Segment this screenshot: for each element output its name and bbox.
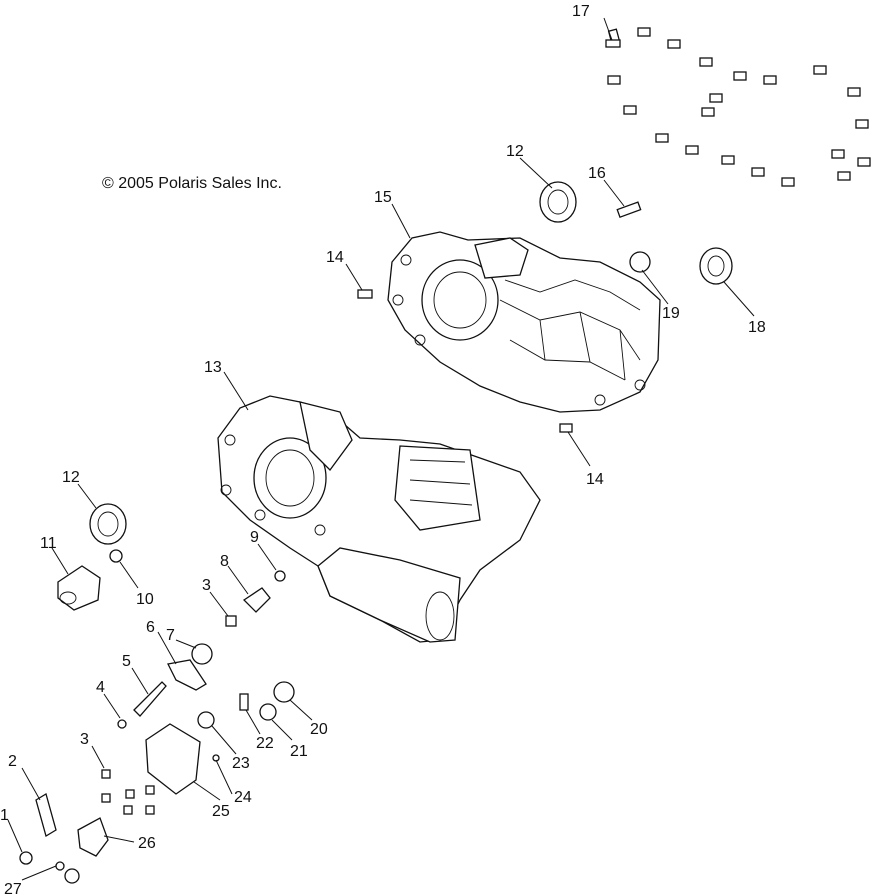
callout-8: 8	[220, 553, 229, 570]
callout-13: 13	[204, 359, 222, 376]
callout-25: 25	[212, 803, 230, 820]
bolt-3-upper	[225, 615, 237, 627]
switch-26	[77, 817, 109, 857]
gear-20	[273, 681, 295, 703]
callout-27: 27	[4, 881, 22, 894]
callout-4: 4	[96, 679, 105, 696]
nut-21	[259, 703, 277, 721]
bolt-set-lower	[101, 769, 155, 815]
plug-19	[629, 251, 651, 273]
bolt-set	[605, 27, 871, 187]
callout-18: 18	[748, 319, 766, 336]
callout-6: 6	[146, 619, 155, 636]
callout-21: 21	[290, 743, 308, 760]
callout-12-upper: 12	[506, 143, 524, 160]
callout-19: 19	[662, 305, 680, 322]
bushing-11	[57, 565, 101, 611]
callout-14-upper: 14	[326, 249, 344, 266]
copyright-notice: © 2005 Polaris Sales Inc.	[102, 175, 282, 192]
callout-17: 17	[572, 3, 590, 20]
ball-4	[117, 719, 127, 729]
bearing-10	[109, 549, 123, 563]
gear-23	[197, 711, 215, 729]
dowel-pin-16	[616, 201, 642, 219]
callout-7: 7	[166, 627, 175, 644]
leader-lines	[7, 17, 755, 881]
crankcase-left-half	[217, 395, 541, 643]
callout-3-lower: 3	[80, 731, 89, 748]
callout-3-upper: 3	[202, 577, 211, 594]
callout-26: 26	[138, 835, 156, 852]
plate-6	[167, 659, 207, 691]
callout-2: 2	[8, 753, 17, 770]
crankcase-right-half	[387, 231, 661, 413]
plug-27	[64, 868, 80, 884]
callout-15: 15	[374, 189, 392, 206]
callout-10: 10	[136, 591, 154, 608]
cover-25	[145, 723, 201, 795]
callout-9: 9	[250, 529, 259, 546]
dowel-14-lower	[559, 423, 573, 433]
seal-18	[699, 247, 733, 285]
washer-9	[274, 570, 286, 582]
gear-7	[191, 643, 213, 665]
callout-22: 22	[256, 735, 274, 752]
nut-1	[19, 851, 33, 865]
callout-16: 16	[588, 165, 606, 182]
callout-labels: 17 12 16 15 14 19 18 14 13 12 11 10 9 8 …	[0, 3, 766, 894]
callout-20: 20	[310, 721, 328, 738]
spring-22	[239, 693, 249, 711]
sensor-8	[242, 587, 271, 613]
dowel-14-upper	[357, 289, 373, 299]
link-2	[35, 793, 57, 837]
callout-14-lower: 14	[586, 471, 604, 488]
callout-23: 23	[232, 755, 250, 772]
callout-5: 5	[122, 653, 131, 670]
washer-27	[55, 861, 65, 871]
callout-1: 1	[0, 807, 9, 824]
seal-lower	[89, 503, 127, 545]
callout-24: 24	[234, 789, 252, 806]
shaft-5	[133, 681, 167, 717]
callout-12-lower: 12	[62, 469, 80, 486]
seal-upper	[539, 181, 577, 223]
callout-11: 11	[40, 535, 57, 552]
